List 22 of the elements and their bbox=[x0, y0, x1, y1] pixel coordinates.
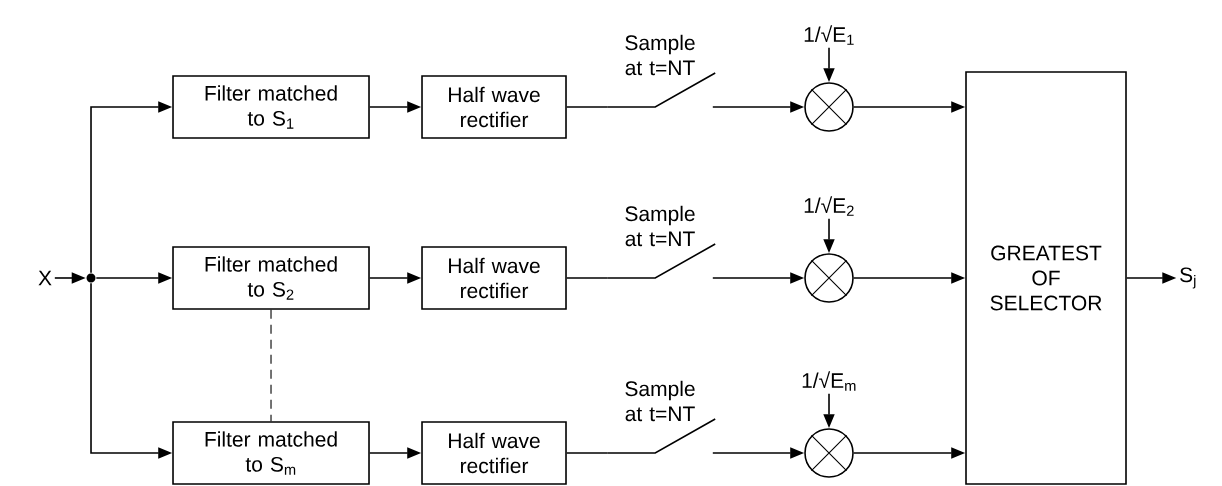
multiplier-symbol bbox=[804, 253, 854, 303]
rectifier-box: Half wave rectifier bbox=[421, 421, 567, 485]
dashed-line bbox=[270, 309, 272, 422]
weight-label: 1/√E$_{m}$ bbox=[802, 371, 856, 391]
connector-line bbox=[566, 452, 608, 454]
signal-label: X bbox=[38, 270, 52, 286]
filter-box: Filter matched to S$_{2}$ bbox=[172, 246, 370, 310]
connector-line bbox=[566, 106, 608, 108]
rectifier-box: Half wave rectifier bbox=[421, 246, 567, 310]
weight-label: 1/√E$_{2}$ bbox=[804, 196, 854, 216]
output-label: S$_{j}$ bbox=[1180, 267, 1196, 289]
selector-box: GREATEST OF SELECTOR bbox=[965, 71, 1127, 485]
weight-label: 1/√E$_{1}$ bbox=[804, 25, 854, 45]
connector-line bbox=[566, 277, 608, 279]
sampling-switch: Sample at t=NT bbox=[606, 380, 716, 454]
filter-box: Filter matched to S$_{m}$ bbox=[172, 421, 370, 485]
rectifier-box: Half wave rectifier bbox=[421, 75, 567, 139]
sampling-switch: Sample at t=NT bbox=[606, 205, 716, 279]
filter-box: Filter matched to S$_{1}$ bbox=[172, 75, 370, 139]
multiplier-symbol bbox=[804, 82, 854, 132]
multiplier-symbol bbox=[804, 428, 854, 478]
sampling-switch: Sample at t=NT bbox=[606, 34, 716, 108]
